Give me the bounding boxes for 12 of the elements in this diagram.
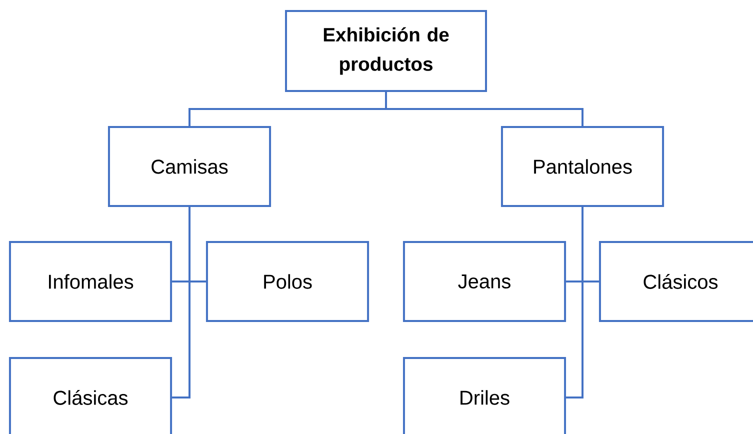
connector-line [566,206,584,398]
category-box: Pantalones [500,126,664,207]
category-box: Polos [206,241,370,322]
category-box: Camisas [108,126,272,207]
connector-line [385,92,584,126]
category-box: Clásicos [598,241,753,322]
connector-line [172,206,190,398]
category-box: Clásicas [8,357,172,434]
category-box: Infomales [8,241,172,322]
category-box: Driles [402,357,566,434]
category-box: Jeans [402,241,566,322]
title-box: Exhibición de productos [285,10,487,92]
